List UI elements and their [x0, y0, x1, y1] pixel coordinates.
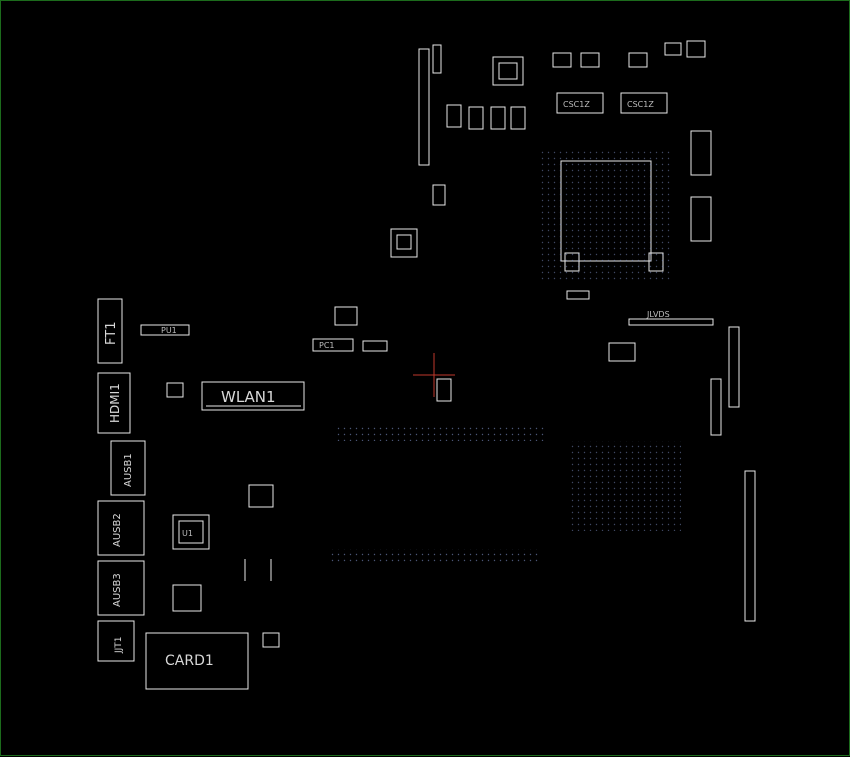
card1-reader[interactable]: CARD1 — [145, 632, 249, 690]
ausb2-connector[interactable]: AUSB2 — [97, 500, 145, 556]
pu1-label: PU1 — [161, 326, 177, 335]
sodimm-b-label: CSC1Z — [627, 100, 654, 109]
card1-label: CARD1 — [165, 653, 214, 669]
ausb2-label: AUSB2 — [112, 513, 123, 547]
u1-label: U1 — [182, 529, 193, 538]
ausb3-label: AUSB3 — [112, 573, 123, 607]
sodimm-a-label: CSC1Z — [563, 100, 590, 109]
ausb1-label: AUSB1 — [123, 453, 134, 487]
hdmi1-connector[interactable]: HDMI1 — [97, 372, 131, 434]
wlan1-slot[interactable]: WLAN1 — [201, 381, 305, 411]
pch-region[interactable]: PC1 — [312, 228, 636, 402]
ausb3-connector[interactable]: AUSB3 — [97, 560, 145, 616]
jjt1-connector[interactable]: JJT1 — [97, 620, 135, 662]
top-left-connector[interactable] — [418, 44, 442, 166]
io-chip-region[interactable]: U1 — [166, 382, 280, 648]
via-field-lower — [331, 549, 541, 563]
jlvds-label: JLVDS — [646, 310, 670, 319]
crosshair-cursor-icon — [413, 353, 455, 397]
ft1-label: FT1 — [104, 322, 119, 345]
lvds-connector[interactable]: JLVDS — [628, 310, 714, 326]
pc1-label: PC1 — [319, 341, 335, 350]
wlan1-label: WLAN1 — [221, 388, 276, 406]
via-field-cpu — [541, 151, 681, 531]
jjt1-label: JJT1 — [114, 636, 124, 654]
right-connector-blocks[interactable] — [690, 130, 756, 622]
memory-slots[interactable]: CSC1Z CSC1Z — [556, 92, 668, 114]
hdmi1-label: HDMI1 — [108, 383, 122, 423]
ft1-connector[interactable]: FT1 PU1 — [97, 298, 190, 364]
top-chips[interactable] — [432, 40, 706, 206]
ausb1-connector[interactable]: AUSB1 — [110, 440, 146, 496]
via-field-upper — [337, 427, 547, 441]
